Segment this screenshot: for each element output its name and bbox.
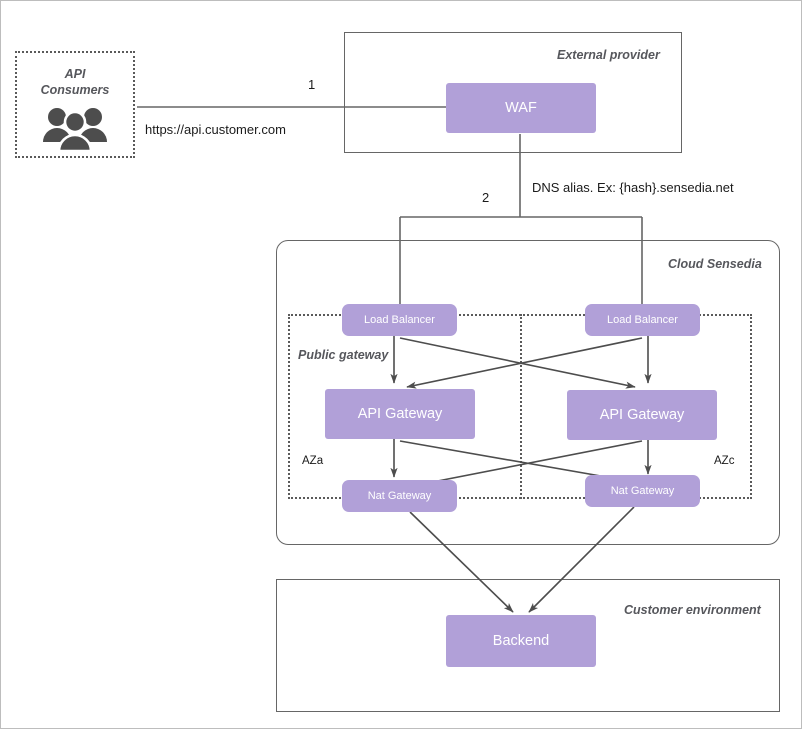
nat-gateway-right-node[interactable]: Nat Gateway (585, 475, 700, 507)
consumer-url-label: https://api.customer.com (145, 122, 286, 137)
api-consumers-box: API Consumers (15, 51, 135, 158)
cloud-sensedia-label: Cloud Sensedia (668, 257, 762, 271)
step-1-label: 1 (308, 77, 316, 92)
external-provider-label: External provider (557, 48, 660, 62)
az-label-right: AZc (714, 455, 735, 467)
dns-alias-label: DNS alias. Ex: {hash}.sensedia.net (532, 180, 734, 195)
api-gateway-left-node[interactable]: API Gateway (325, 389, 475, 439)
load-balancer-right-node[interactable]: Load Balancer (585, 304, 700, 336)
api-gateway-right-node[interactable]: API Gateway (567, 390, 717, 440)
waf-node[interactable]: WAF (446, 83, 596, 133)
api-consumers-title-line1: API (64, 67, 86, 81)
step-2-label: 2 (482, 190, 490, 205)
external-provider-group (344, 32, 682, 153)
backend-node[interactable]: Backend (446, 615, 596, 667)
cloud-sensedia-group (276, 240, 780, 545)
public-gateway-label: Public gateway (298, 348, 389, 362)
api-consumers-title-line2: Consumers (40, 83, 110, 97)
load-balancer-left-node[interactable]: Load Balancer (342, 304, 457, 336)
people-group-icon (43, 108, 107, 153)
api-consumers-title: API Consumers (17, 66, 133, 98)
customer-environment-group (276, 579, 780, 712)
az-label-left: AZa (302, 455, 324, 467)
nat-gateway-left-node[interactable]: Nat Gateway (342, 480, 457, 512)
customer-environment-label: Customer environment (624, 603, 761, 617)
availability-zone-divider (520, 314, 522, 499)
